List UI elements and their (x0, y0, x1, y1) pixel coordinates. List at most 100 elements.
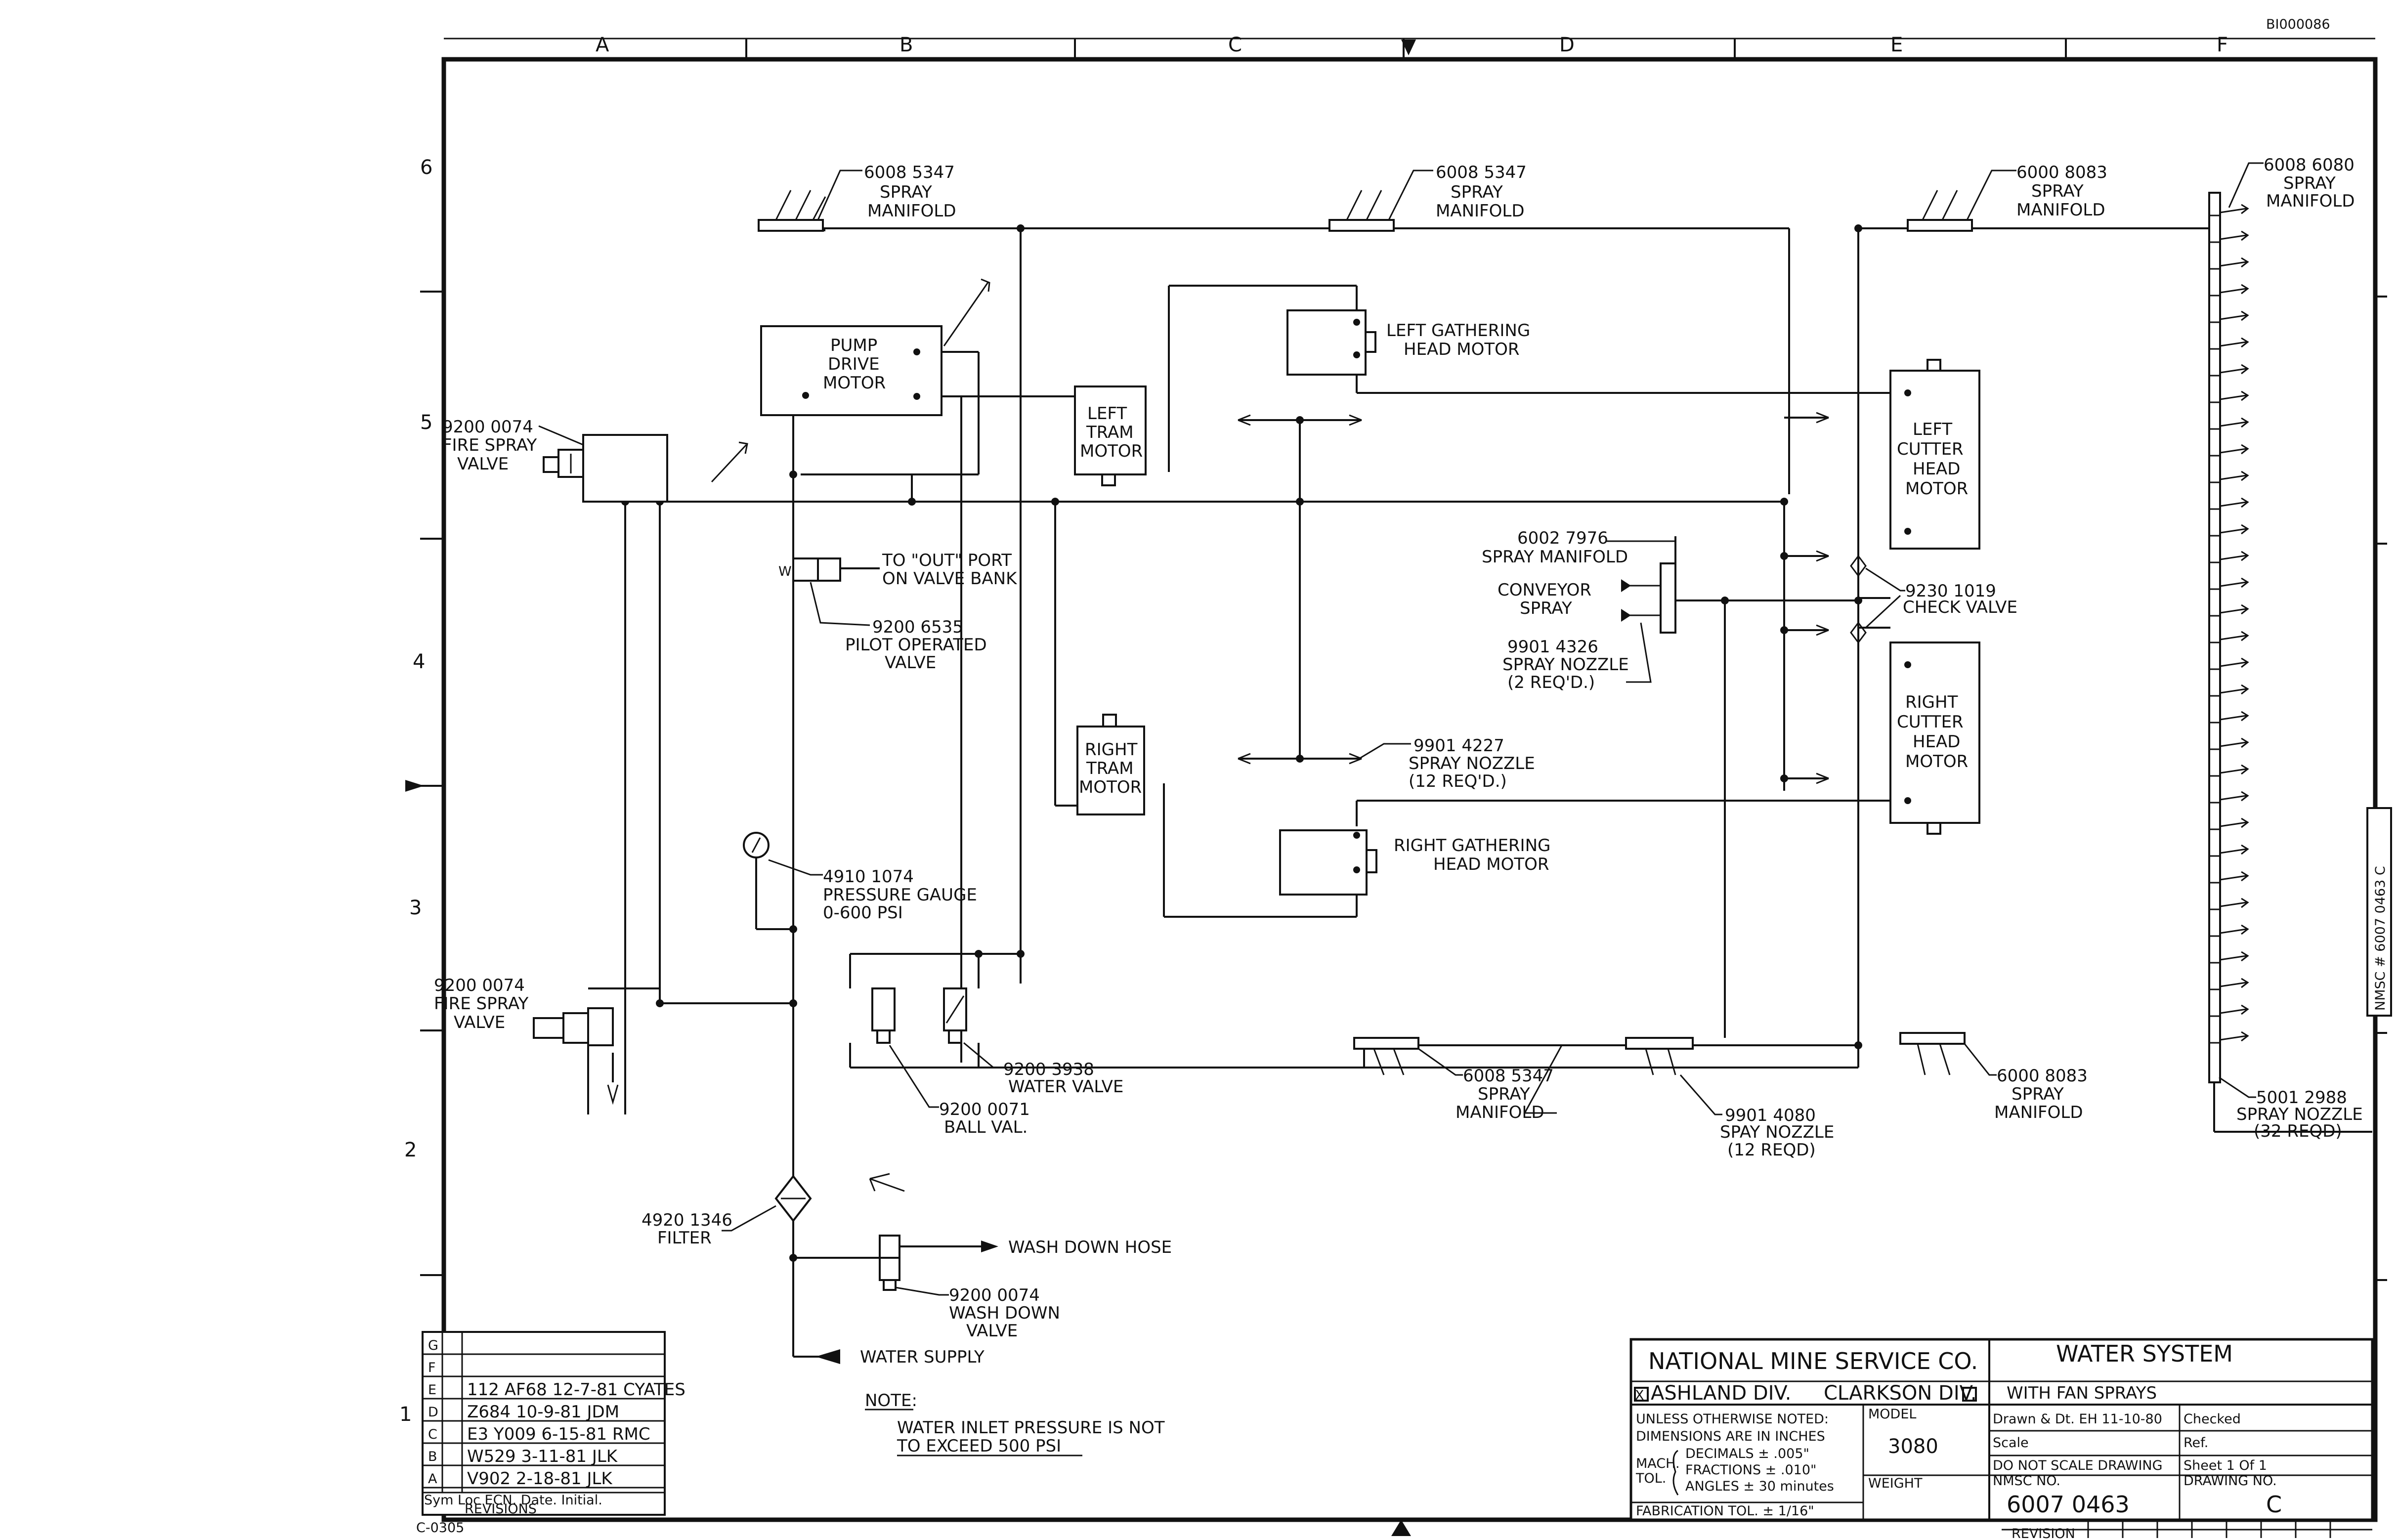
fan-nozzle (2220, 337, 2249, 348)
drawn: Drawn & Dt. EH 11-10-80 (1993, 1412, 2162, 1427)
zone-col-c: C (1228, 34, 1242, 56)
zone-row-2: 2 (404, 1139, 417, 1161)
fan-nozzle (2220, 978, 2249, 988)
zone-col-a: A (596, 34, 609, 56)
fan-nozzle-label: 5001 2988 SPRAY NOZZLE (32 REQD) (2219, 1076, 2363, 1141)
bottom-manifold-2-part: 6000 8083 (1997, 1066, 2088, 1086)
gauge-part: 4910 1074 (823, 867, 914, 887)
fire-top-l2: VALVE (457, 454, 509, 474)
gauge-l1: PRESSURE GAUGE (823, 885, 977, 905)
conveyor-spray: 6002 7976 SPRAY MANIFOLD CONVEYOR SPRAY … (1482, 528, 1676, 692)
drawing-number: 6007 0463 (2007, 1491, 2130, 1518)
fan-nozzle (2220, 924, 2249, 935)
tol2: DIMENSIONS ARE IN INCHES (1636, 1429, 1825, 1444)
left-tram-l2: TRAM (1086, 423, 1134, 442)
fan-nozzle (2220, 791, 2249, 802)
left-cutter-l1: LEFT (1913, 420, 1952, 439)
bottom-manifold-1-l1: SPRAY (1478, 1084, 1530, 1104)
right-cutter-l4: MOTOR (1905, 752, 1968, 771)
bottom-manifold-2-l1: SPRAY (2012, 1084, 2064, 1104)
side-tab (2366, 807, 2392, 1017)
fan-nozzle (2220, 764, 2249, 775)
bottom-spray-manifold-1: 6008 5347 SPRAY MANIFOLD (1353, 1037, 1563, 1122)
title-block: X NATIONAL MINE SERVICE CO. ASHLAND DIV.… (1629, 1338, 2374, 1521)
conveyor-nozzle-l2: (2 REQ'D.) (1507, 673, 1595, 692)
revision-strip: REVISION (2002, 1521, 2372, 1540)
spray-arrows (1238, 412, 1829, 784)
water-valve: 9200 3938 WATER VALVE (943, 987, 1123, 1097)
ball-l1: BALL VAL. (944, 1117, 1028, 1137)
fan-nozzle (2220, 604, 2249, 615)
rev-entry: V902 2-18-81 JLK (467, 1469, 613, 1489)
out-port-l1: TO "OUT" PORT (882, 551, 1012, 570)
pressure-gauge: 4910 1074 PRESSURE GAUGE 0-600 PSI (743, 832, 977, 923)
manifold-2-part: 6008 5347 (1436, 163, 1527, 182)
center-arrow-left (405, 780, 424, 792)
spray-manifold-top-1: 6008 5347 SPRAY MANIFOLD (758, 163, 956, 232)
note-l2: TO EXCEED 500 PSI (897, 1436, 1061, 1456)
left-tram-l1: LEFT (1087, 404, 1127, 424)
note: NOTE: WATER INLET PRESSURE IS NOT TO EXC… (865, 1391, 1165, 1456)
revision-strip-label: REVISION (2012, 1526, 2075, 1540)
fire-top-l1: FIRE SPRAY (442, 435, 537, 455)
nozzle12-l1: SPRAY NOZZLE (1409, 754, 1535, 773)
manifold-4-part: 6008 6080 (2264, 155, 2355, 175)
bottom-manifold-1-part: 6008 5347 (1463, 1066, 1554, 1086)
drawing-border (441, 57, 2378, 1522)
fan-nozzle (2220, 284, 2249, 295)
bottom-spray-manifold-2: 6000 8083 SPRAY MANIFOLD (1899, 1032, 2088, 1122)
rev-entry: W529 3-11-81 JLK (467, 1447, 618, 1466)
rev-footer2: REVISIONS (465, 1501, 537, 1517)
tol-dec: DECIMALS ± .005" (1685, 1446, 1809, 1461)
fan-nozzle (2220, 871, 2249, 882)
fan-nozzle (2220, 711, 2249, 722)
filter-l1: FILTER (657, 1228, 712, 1248)
center-arrow-bottom (1391, 1520, 1411, 1536)
manifold-4-name: SPRAY (2283, 173, 2336, 193)
bottom-nozzle-l1: SPAY NOZZLE (1720, 1122, 1834, 1142)
company: NATIONAL MINE SERVICE CO. (1648, 1348, 1978, 1374)
fan-spray-column (2208, 192, 2249, 1083)
left-tram-motor: LEFT TRAM MOTOR (1074, 385, 1147, 486)
wash-valve-l1: WASH DOWN (949, 1303, 1060, 1323)
rev-sym: A (428, 1471, 437, 1487)
ball-valve: 9200 0071 BALL VAL. (871, 987, 1030, 1137)
right-tram-l1: RIGHT (1085, 740, 1138, 760)
spray-nozzle-12: 9901 4227 SPRAY NOZZLE (12 REQ'D.) (1359, 736, 1535, 791)
out-port-l2: ON VALVE BANK (882, 569, 1018, 589)
ball-part: 9200 0071 (939, 1100, 1030, 1119)
left-cutter-l3: HEAD (1913, 459, 1961, 479)
spray-manifold-top-2: 6008 5347 SPRAY MANIFOLD (1328, 163, 1527, 232)
left-gathering-l1: LEFT GATHERING (1386, 321, 1530, 341)
manifold-3-name2: MANIFOLD (2016, 200, 2105, 220)
check-valve: 9230 1019 CHECK VALVE (1850, 555, 2017, 644)
left-gathering-l2: HEAD MOTOR (1404, 340, 1520, 359)
water-valve-part: 9200 3938 (1003, 1060, 1094, 1079)
rev-footer1: Sym Loc ECN. Date. Initial. (424, 1493, 602, 1508)
zone-col-f: F (2217, 34, 2228, 56)
fan-nozzle (2220, 951, 2249, 962)
drawing-title: WATER SYSTEM (2056, 1340, 2233, 1367)
fire-top-part: 9200 0074 (442, 417, 533, 437)
zone-col-e: E (1890, 34, 1903, 56)
fan-nozzle-part: 5001 2988 (2256, 1088, 2347, 1108)
bottom-manifold-2-l2: MANIFOLD (1994, 1103, 2083, 1122)
rev-sym: C (428, 1427, 437, 1442)
model: 3080 (1888, 1435, 1938, 1458)
fire-bottom-l2: VALVE (454, 1013, 505, 1032)
fan-nozzle (2220, 204, 2249, 214)
zone-row-5: 5 (420, 411, 432, 434)
wash-hose-l1: WASH DOWN HOSE (1008, 1238, 1172, 1257)
side-tab-text: NMSC # 6007 0463 C (2373, 866, 2388, 1011)
spray-manifold-top-3: 6000 8083 SPRAY MANIFOLD (1907, 163, 2107, 232)
left-tram-l3: MOTOR (1080, 441, 1143, 461)
bottom-nozzle-l2: (12 REQD) (1727, 1140, 1816, 1160)
fab-tol: FABRICATION TOL. ± 1/16" (1636, 1503, 1814, 1519)
right-gathering-l1: RIGHT GATHERING (1394, 836, 1550, 856)
pilot-part: 9200 6535 (872, 617, 963, 637)
tol-frac: FRACTIONS ± .010" (1685, 1462, 1816, 1478)
fan-nozzle-l1: SPRAY NOZZLE (2236, 1105, 2363, 1124)
zone-col-b: B (899, 34, 913, 56)
filter: 4920 1346 FILTER (642, 1173, 905, 1248)
